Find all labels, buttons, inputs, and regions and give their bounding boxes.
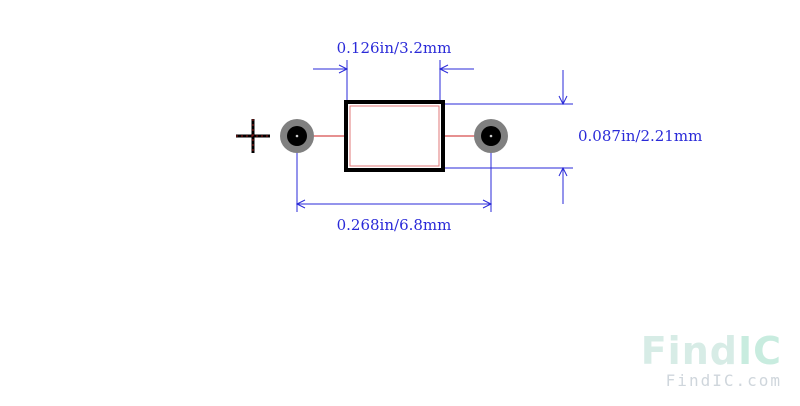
right-arrowhead-bottom [558,166,568,177]
polarity-plus-mark: + [236,119,270,153]
pad-left-center [295,134,299,138]
watermark-url: FindIC.com [666,371,782,390]
top-arrowhead-right [438,64,449,74]
body-length-label: 0.126in/3.2mm [337,39,452,57]
top-arrowhead-left [338,64,349,74]
pad-left [280,119,314,153]
top-dimension [313,60,474,101]
body-outline [344,100,445,172]
pad-right [474,119,508,153]
watermark-logo: FindIC [641,329,782,373]
bottom-arrowhead-right [482,199,493,209]
findic-watermark: FindIC FindIC.com [641,329,782,390]
bottom-arrowhead-left [295,199,306,209]
body-height-label: 0.087in/2.21mm [578,127,702,145]
watermark-logo-ic: IC [738,329,782,373]
pad-right-center [489,134,493,138]
body-inner-outline [349,105,440,167]
lead-spacing-label: 0.268in/6.8mm [337,216,452,234]
right-dimension [444,70,573,204]
watermark-logo-find: Find [641,329,738,373]
component-body [344,100,445,172]
right-arrowhead-top [558,95,568,106]
